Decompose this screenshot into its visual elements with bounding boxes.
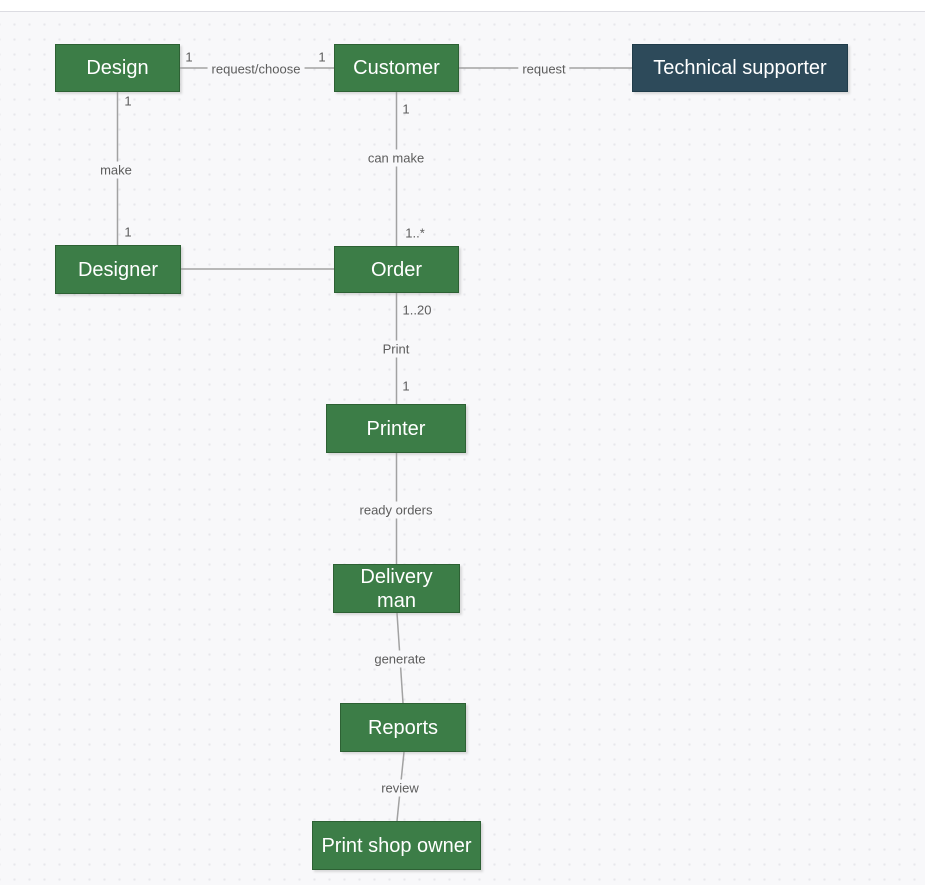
node-delivery-man[interactable]: Delivery man — [333, 564, 460, 613]
multiplicity-customer-side[interactable]: 1 — [318, 49, 326, 65]
node-customer[interactable]: Customer — [334, 44, 459, 92]
edge-label-review[interactable]: review — [377, 779, 423, 797]
multiplicity-designer-top[interactable]: 1 — [124, 224, 132, 240]
edge-label-request[interactable]: request — [518, 60, 570, 78]
multiplicity-printer-top[interactable]: 1 — [402, 378, 410, 394]
node-reports[interactable]: Reports — [340, 703, 466, 752]
node-technical-supporter[interactable]: Technical supporter — [632, 44, 848, 92]
edge-label-print[interactable]: Print — [378, 340, 414, 358]
edge-label-ready-orders[interactable]: ready orders — [355, 501, 437, 519]
edge-label-request-choose[interactable]: request/choose — [207, 60, 305, 78]
multiplicity-customer-bottom[interactable]: 1 — [402, 101, 410, 117]
node-designer[interactable]: Designer — [55, 245, 181, 294]
node-design[interactable]: Design — [55, 44, 180, 92]
top-bar — [0, 0, 925, 12]
edge-label-make[interactable]: make — [96, 161, 136, 179]
multiplicity-design-side[interactable]: 1 — [185, 49, 193, 65]
multiplicity-order-bottom[interactable]: 1..20 — [402, 302, 432, 318]
node-print-shop-owner[interactable]: Print shop owner — [312, 821, 481, 870]
multiplicity-design-bottom[interactable]: 1 — [124, 93, 132, 109]
edge-label-can-make[interactable]: can make — [363, 149, 429, 167]
node-printer[interactable]: Printer — [326, 404, 466, 453]
edge-label-generate[interactable]: generate — [370, 650, 430, 668]
node-order[interactable]: Order — [334, 246, 459, 293]
multiplicity-order-top[interactable]: 1..* — [405, 225, 425, 241]
